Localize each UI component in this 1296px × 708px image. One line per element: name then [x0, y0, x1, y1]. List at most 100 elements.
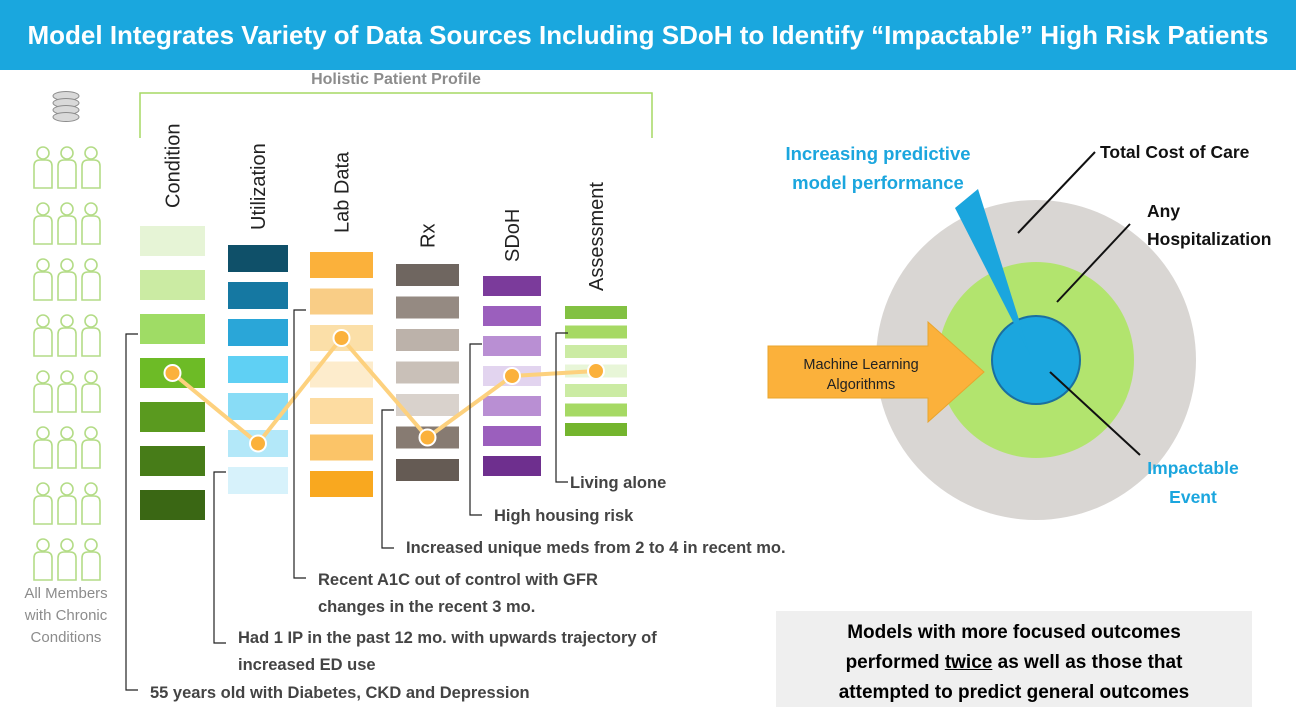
person-body [33, 215, 53, 245]
detail-bracket [293, 309, 306, 579]
detail-text: increased ED use [238, 656, 376, 674]
person-body [57, 215, 77, 245]
person-head [36, 370, 50, 384]
profile-bracket [139, 92, 653, 138]
person-head [60, 538, 74, 552]
summary-line-2-pre: performed [845, 652, 945, 673]
person-head [84, 370, 98, 384]
person-icon [81, 482, 101, 525]
detail-callout [381, 409, 394, 549]
person-head [36, 538, 50, 552]
arrow-label-line2: Algorithms [827, 377, 896, 393]
column-bar [140, 402, 205, 432]
detail-callout [293, 309, 306, 579]
person-body [33, 383, 53, 413]
person-body [81, 439, 101, 469]
performance-pointer [955, 189, 1030, 355]
database-icon [52, 91, 80, 122]
person-body [33, 439, 53, 469]
column-label: Lab Data [332, 151, 354, 233]
members-label-line: Conditions [31, 629, 102, 646]
column-sdoh: SDoH [483, 209, 541, 476]
person-head [60, 426, 74, 440]
column-label: Condition [163, 123, 185, 208]
column-bar [396, 264, 459, 286]
column-bar [565, 345, 627, 358]
detail-text: Recent A1C out of control with GFR [318, 571, 598, 589]
column-bar [140, 270, 205, 300]
person-icon [81, 202, 101, 245]
column-bar [140, 446, 205, 476]
person-body [81, 551, 101, 581]
person-icon [81, 314, 101, 357]
callout-line-total [1017, 151, 1096, 234]
column-condition: Condition [140, 123, 205, 520]
person-icon [33, 314, 53, 357]
members-label-line: with Chronic [24, 607, 108, 624]
column-bar [483, 426, 541, 446]
column-bar [483, 306, 541, 326]
person-icon [57, 482, 77, 525]
person-head [60, 482, 74, 496]
column-bar [565, 325, 627, 339]
column-rx: Rx [396, 224, 459, 481]
detail-text: High housing risk [494, 507, 634, 525]
column-label: SDoH [502, 209, 524, 262]
person-body [33, 551, 53, 581]
person-head [36, 202, 50, 216]
summary-line-1: Models with more focused outcomes [847, 622, 1181, 643]
person-icon [57, 426, 77, 469]
summary-box [776, 611, 1252, 707]
column-bar [483, 276, 541, 296]
person-head [84, 202, 98, 216]
person-head [84, 314, 98, 328]
detail-bracket [555, 332, 568, 483]
person-icon [33, 258, 53, 301]
person-icon [81, 258, 101, 301]
column-assessment: Assessment [565, 182, 627, 436]
person-icon [57, 538, 77, 581]
person-body [81, 271, 101, 301]
person-head [60, 370, 74, 384]
label-impactable-line1: Impactable [1147, 458, 1239, 478]
column-bar [310, 434, 373, 461]
column-bar [310, 288, 373, 315]
person-body [81, 327, 101, 357]
detail-bracket [469, 343, 482, 516]
label-pointer-line2: model performance [792, 172, 964, 193]
column-label: Assessment [586, 182, 608, 291]
detail-bracket [125, 333, 138, 691]
callout-line-hosp [1056, 223, 1131, 303]
person-head [36, 258, 50, 272]
page-title: Model Integrates Variety of Data Sources… [27, 20, 1269, 50]
label-impactable-line2: Event [1169, 487, 1217, 507]
person-head [84, 482, 98, 496]
person-icon [57, 314, 77, 357]
detail-bracket [213, 471, 226, 644]
person-icon [57, 258, 77, 301]
detail-callout [469, 343, 482, 516]
column-utilization: Utilization [228, 143, 288, 494]
person-icon [81, 538, 101, 581]
person-head [36, 146, 50, 160]
column-bar [565, 306, 627, 319]
column-lab-data: Lab Data [310, 151, 373, 497]
detail-bracket [381, 409, 394, 549]
detail-callout [125, 333, 138, 691]
trend-dot [503, 367, 521, 385]
label-hosp-line2: Hospitalization [1147, 229, 1271, 249]
person-icon [57, 146, 77, 189]
person-head [36, 482, 50, 496]
person-head [84, 146, 98, 160]
column-bar [310, 252, 373, 278]
person-icon [81, 426, 101, 469]
detail-text: Increased unique meds from 2 to 4 in rec… [406, 539, 786, 557]
person-head [60, 202, 74, 216]
column-bar [228, 319, 288, 346]
arrow-label-line1: Machine Learning [803, 357, 918, 373]
column-bar [396, 296, 459, 319]
detail-text: Living alone [570, 474, 666, 492]
column-bar [310, 398, 373, 424]
person-body [57, 327, 77, 357]
